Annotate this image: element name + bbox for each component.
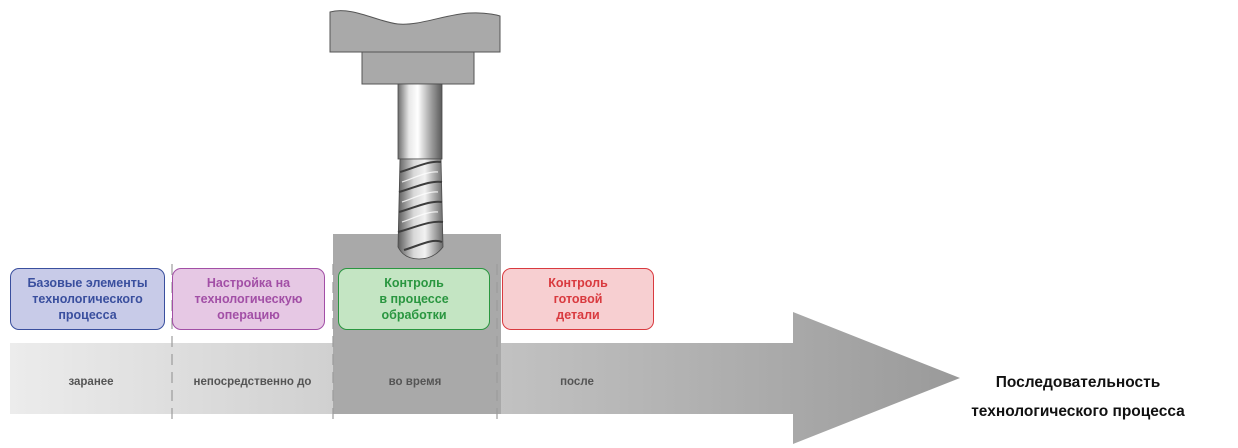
stage-box-setup: Настройка на технологическую операцию <box>172 268 325 330</box>
stage-timing-during: во время <box>388 376 442 388</box>
stage-timing-before: заранее <box>68 376 114 388</box>
spindle-collar <box>361 51 475 85</box>
stage-box-in-process-control: Контроль в процессе обработки <box>338 268 490 330</box>
tool-flutes <box>397 158 444 260</box>
stage-timing-after: после <box>560 376 594 388</box>
stage-timing-immediately-before: непосредственно до <box>193 376 312 388</box>
stage-box-base-elements: Базовые элементы технологического процес… <box>10 268 165 330</box>
stage-box-final-inspection: Контроль готовой детали <box>502 268 654 330</box>
process-sequence-title: Последовательность технологического проц… <box>971 374 1185 420</box>
tool-shank <box>397 83 443 160</box>
spindle-head <box>329 10 501 53</box>
flute-helix-lines <box>397 160 444 251</box>
flute-highlights <box>401 171 439 223</box>
